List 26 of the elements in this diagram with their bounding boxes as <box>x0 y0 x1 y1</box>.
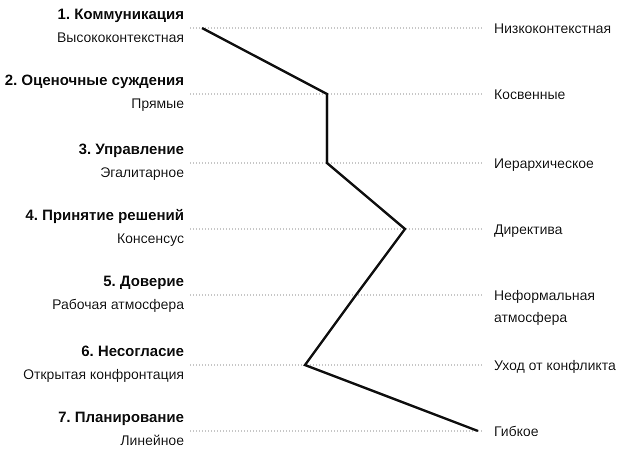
dimension-heading: 7. Планирование <box>58 408 184 428</box>
dotted-scale-line <box>190 294 484 296</box>
dimension-heading: 4. Принятие решений <box>25 206 184 226</box>
dotted-scale-line <box>190 162 484 164</box>
left-pole-label: Линейное <box>120 431 184 450</box>
left-pole-label: Консенсус <box>116 229 184 248</box>
right-pole-label: Косвенные <box>494 83 636 105</box>
dimension-heading: 2. Оценочные суждения <box>4 71 184 91</box>
right-pole-label: Гибкое <box>494 420 636 442</box>
dotted-scale-line <box>190 228 484 230</box>
dotted-scale-line <box>190 430 484 432</box>
dimension-heading: 6. Несогласие <box>81 342 184 362</box>
right-pole-label: Уход от конфликта <box>494 354 636 376</box>
right-pole-label: Директива <box>494 218 636 240</box>
dimension-heading: 5. Доверие <box>103 272 184 292</box>
left-pole-label: Высококонтекстная <box>56 28 184 47</box>
right-pole-label: Низкоконтекстная <box>494 17 636 39</box>
left-pole-label: Эгалитарное <box>100 163 184 182</box>
left-pole-label: Прямые <box>131 94 184 113</box>
right-pole-label: Иерархическое <box>494 152 636 174</box>
left-pole-label: Открытая конфронтация <box>23 365 184 384</box>
left-pole-label: Рабочая атмосфера <box>52 295 184 314</box>
dotted-scale-line <box>190 364 484 366</box>
dimension-heading: 1. Коммуникация <box>58 5 184 25</box>
dimension-heading: 3. Управление <box>78 140 184 160</box>
right-pole-label: Неформальная атмосфера <box>494 284 636 328</box>
